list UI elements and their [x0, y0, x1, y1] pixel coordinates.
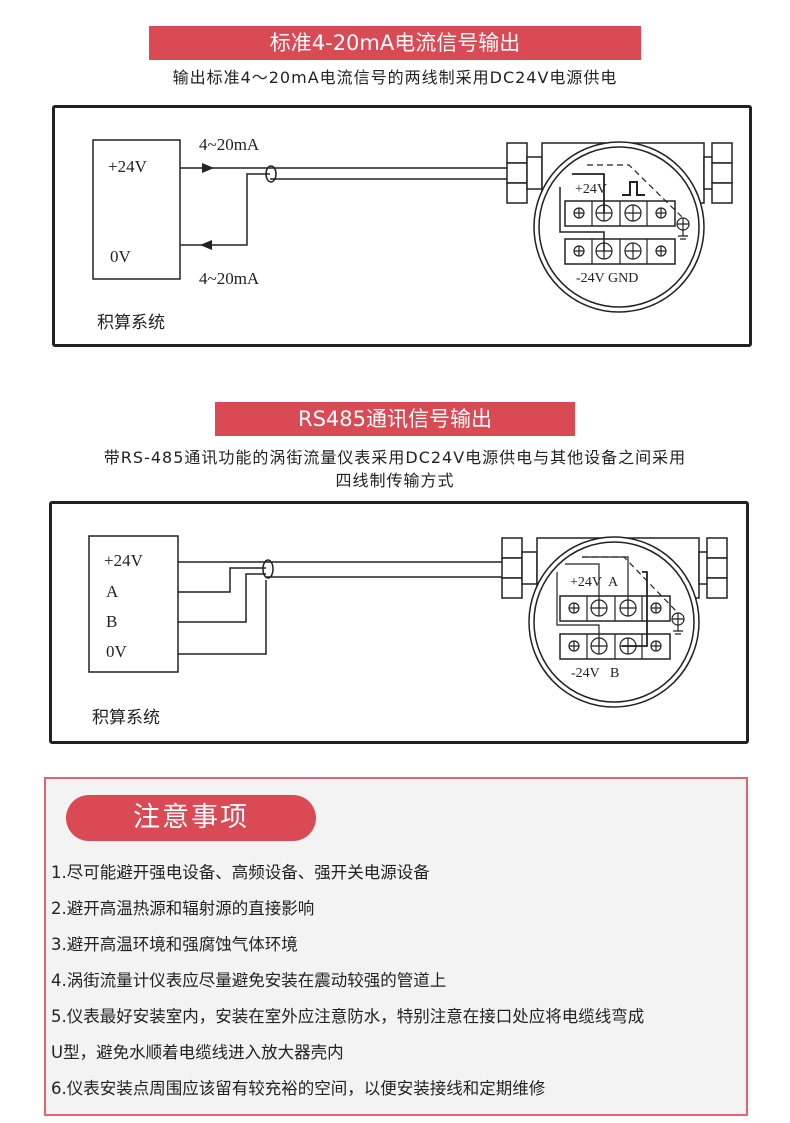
notes-panel: 注意事项 1.尽可能避开强电设备、高频设备、强开关电源设备 2.避开高温热源和辐…: [44, 777, 748, 1116]
terminal-plus-label: +24V: [575, 182, 607, 197]
arrow-left-icon: [200, 240, 212, 250]
zero-label: 0V: [110, 247, 132, 266]
current-top-label: 4~20mA: [199, 135, 260, 154]
section2-subtitle-2: 四线制传输方式: [335, 471, 455, 490]
wires: [178, 559, 502, 655]
flowmeter-sensor: +24V A -24V B: [501, 536, 728, 708]
note-item: 4.涡街流量计仪表应尽量避免安装在震动较强的管道上: [51, 971, 447, 990]
section2-subtitle-1: 带RS-485通讯功能的涡街流量仪表采用DC24V电源供电与其他设备之间采用: [103, 448, 687, 467]
note-item: 2.避开高温热源和辐射源的直接影响: [51, 899, 315, 918]
a-label: A: [106, 582, 119, 601]
section1-subtitle: 输出标准4～20mA电流信号的两线制采用DC24V电源供电: [172, 68, 618, 87]
diagram-rs485-svg: +24V A B 0V 积算系统 +24V A -24V B: [88, 535, 728, 728]
terminal-top-label: +24V A: [570, 575, 619, 590]
plus24-label: +24V: [104, 551, 144, 570]
note-item: 3.避开高温环境和强腐蚀气体环境: [51, 935, 298, 954]
notes-title: 注意事项: [66, 795, 316, 841]
wires: [180, 165, 507, 246]
system-box: [88, 535, 179, 673]
terminal-bottom-label: -24V GND: [576, 271, 638, 286]
system-label: 积算系统: [92, 708, 160, 728]
zero-label: 0V: [106, 642, 128, 661]
flowmeter-sensor: +24V -24V GND: [506, 141, 733, 313]
plus24-label: +24V: [108, 157, 148, 176]
wiring-diagram-rs485: +24V A B 0V 积算系统 +24V A -24V B: [49, 501, 749, 744]
system-box: [92, 139, 181, 280]
system-label: 积算系统: [97, 313, 165, 333]
note-item: U型，避免水顺着电缆线进入放大器壳内: [51, 1043, 344, 1062]
b-label: B: [106, 612, 117, 631]
current-bottom-label: 4~20mA: [199, 269, 260, 288]
diagram-4-20ma-svg: +24V 0V 4~20mA 4~20mA 积算系统 +24V: [92, 135, 733, 333]
arrow-right-icon: [202, 163, 214, 173]
section1-title: 标准4-20mA电流信号输出: [149, 26, 641, 60]
terminal-bottom-label: -24V B: [571, 666, 619, 681]
note-item: 1.尽可能避开强电设备、高频设备、强开关电源设备: [51, 863, 430, 882]
section2-title: RS485通讯信号输出: [215, 402, 575, 436]
wiring-diagram-4-20ma: +24V 0V 4~20mA 4~20mA 积算系统 +24V: [52, 105, 752, 347]
note-item: 5.仪表最好安装室内，安装在室外应注意防水，特别注意在接口处应将电缆线弯成: [51, 1007, 645, 1026]
note-item: 6.仪表安装点周围应该留有较充裕的空间，以便安装接线和定期维修: [51, 1079, 546, 1098]
